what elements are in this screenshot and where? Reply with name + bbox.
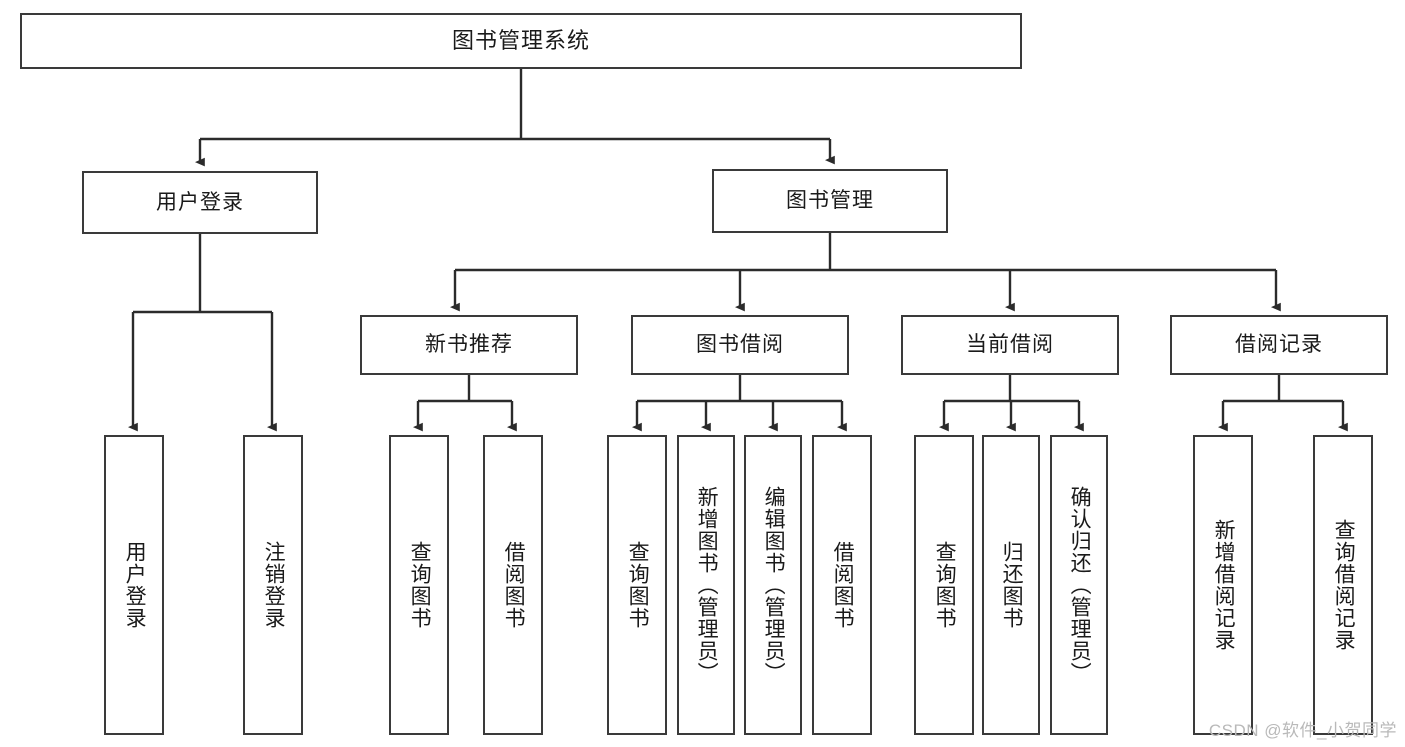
leaf-user-login-label: 用户登录 bbox=[123, 541, 147, 629]
leaf-new-book-query-label: 查询图书 bbox=[408, 541, 432, 629]
node-borrow-record-label: 借阅记录 bbox=[1235, 333, 1323, 357]
leaf-confirm-return-label: 确认归还（管理员） bbox=[1068, 486, 1092, 684]
node-root-label: 图书管理系统 bbox=[451, 27, 590, 53]
csdn-watermark: CSDN @软件_小贺同学 bbox=[1208, 721, 1397, 740]
leaf-book-borrow-query-label: 查询图书 bbox=[626, 541, 650, 629]
node-book-manage[interactable]: 图书管理 bbox=[712, 169, 948, 233]
leaf-query-borrow-record-label: 查询借阅记录 bbox=[1332, 519, 1356, 651]
node-current-borrow[interactable]: 当前借阅 bbox=[901, 315, 1119, 375]
node-user-login-label: 用户登录 bbox=[156, 190, 244, 214]
leaf-book-edit-label: 编辑图书（管理员） bbox=[762, 486, 786, 684]
leaf-user-login[interactable]: 用户登录 bbox=[104, 435, 164, 735]
leaf-return-book-label: 归还图书 bbox=[1000, 541, 1024, 629]
leaf-new-book-borrow-label: 借阅图书 bbox=[502, 541, 526, 629]
leaf-book-lend-label: 借阅图书 bbox=[831, 541, 855, 629]
leaf-book-edit[interactable]: 编辑图书（管理员） bbox=[744, 435, 802, 735]
leaf-user-logout-label: 注销登录 bbox=[262, 541, 286, 629]
leaf-book-add-label: 新增图书（管理员） bbox=[695, 486, 719, 684]
node-user-login[interactable]: 用户登录 bbox=[82, 171, 318, 234]
leaf-current-borrow-query[interactable]: 查询图书 bbox=[914, 435, 974, 735]
node-book-borrow[interactable]: 图书借阅 bbox=[631, 315, 849, 375]
node-current-borrow-label: 当前借阅 bbox=[966, 333, 1054, 357]
leaf-add-borrow-record[interactable]: 新增借阅记录 bbox=[1193, 435, 1253, 735]
node-new-book-recommend-label: 新书推荐 bbox=[425, 333, 513, 357]
node-new-book-recommend[interactable]: 新书推荐 bbox=[360, 315, 578, 375]
leaf-book-add[interactable]: 新增图书（管理员） bbox=[677, 435, 735, 735]
leaf-new-book-borrow[interactable]: 借阅图书 bbox=[483, 435, 543, 735]
leaf-add-borrow-record-label: 新增借阅记录 bbox=[1212, 519, 1236, 651]
node-borrow-record[interactable]: 借阅记录 bbox=[1170, 315, 1388, 375]
leaf-current-borrow-query-label: 查询图书 bbox=[933, 541, 957, 629]
leaf-return-book[interactable]: 归还图书 bbox=[982, 435, 1040, 735]
leaf-book-borrow-query[interactable]: 查询图书 bbox=[607, 435, 667, 735]
leaf-query-borrow-record[interactable]: 查询借阅记录 bbox=[1313, 435, 1373, 735]
node-root[interactable]: 图书管理系统 bbox=[20, 13, 1022, 69]
leaf-confirm-return[interactable]: 确认归还（管理员） bbox=[1050, 435, 1108, 735]
leaf-new-book-query[interactable]: 查询图书 bbox=[389, 435, 449, 735]
leaf-book-lend[interactable]: 借阅图书 bbox=[812, 435, 872, 735]
node-book-borrow-label: 图书借阅 bbox=[696, 333, 784, 357]
node-book-manage-label: 图书管理 bbox=[786, 189, 874, 213]
leaf-user-logout[interactable]: 注销登录 bbox=[243, 435, 303, 735]
